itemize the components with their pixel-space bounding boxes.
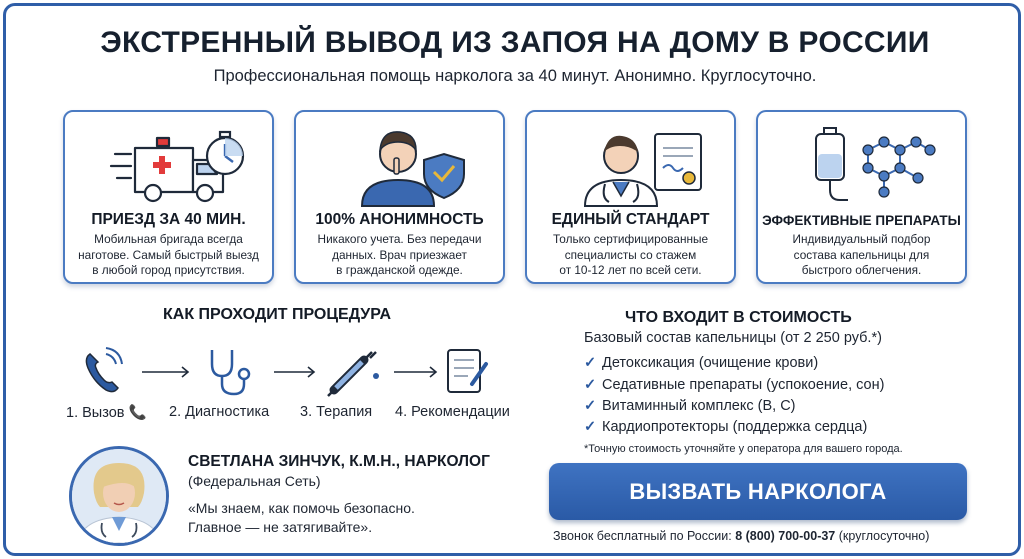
page-subtitle: Профессиональная помощь нарколога за 40 … bbox=[213, 67, 817, 85]
phone-icon bbox=[85, 347, 123, 393]
hotline-phone-link[interactable]: 8 (800) 700-00-37 bbox=[735, 529, 836, 543]
check-icon: ✓ bbox=[584, 398, 597, 414]
included-subtitle: Базовый состав капельницы (от 2 250 руб.… bbox=[584, 330, 882, 346]
avatar bbox=[69, 446, 169, 546]
feature-card-arrival: ПРИЕЗД ЗА 40 МИН. Мобильная бригада всег… bbox=[63, 110, 274, 284]
iv-drip-molecule-icon bbox=[815, 127, 936, 201]
arrow-icon bbox=[394, 366, 438, 378]
card-title: ЕДИНЫЙ СТАНДАРТ bbox=[551, 211, 710, 228]
syringe-icon bbox=[327, 351, 379, 397]
step-call-label: 1. Вызов 📞 bbox=[66, 405, 147, 421]
card-title: ПРИЕЗД ЗА 40 МИН. bbox=[91, 211, 246, 228]
hotline-text: Звонок бесплатный по России: 8 (800) 700… bbox=[553, 529, 930, 543]
included-item: ✓Детоксикация (очищение крови) bbox=[584, 355, 819, 371]
ambulance-stopwatch-icon bbox=[109, 130, 245, 203]
step-recommendations-label: 4. Рекомендации bbox=[395, 404, 510, 420]
feature-card-drugs: ЭФФЕКТИВНЫЕ ПРЕПАРАТЫ Индивидуальный под… bbox=[756, 110, 967, 284]
doctor-portrait-icon bbox=[72, 449, 166, 543]
clipboard-icon bbox=[447, 349, 488, 393]
page-frame: ЭКСТРЕННЫЙ ВЫВОД ИЗ ЗАПОЯ НА ДОМУ В РОСС… bbox=[3, 3, 1021, 556]
call-narcologist-button[interactable]: ВЫЗВАТЬ НАРКОЛОГА bbox=[549, 463, 967, 520]
step-therapy-label: 3. Терапия bbox=[300, 404, 373, 420]
card-title: ЭФФЕКТИВНЫЕ ПРЕПАРАТЫ bbox=[762, 213, 961, 228]
doctor-shield-icon bbox=[360, 131, 465, 207]
feature-card-anonymity: 100% АНОНИМНОСТЬ Никакого учета. Без пер… bbox=[294, 110, 505, 284]
doctor-quote: «Мы знаем, как помочь безопасно. Главное… bbox=[188, 500, 415, 535]
step-diagnostics-label: 2. Диагностика bbox=[169, 404, 270, 420]
included-title: ЧТО ВХОДИТ В СТОИМОСТЬ bbox=[625, 309, 852, 326]
page-title: ЭКСТРЕННЫЙ ВЫВОД ИЗ ЗАПОЯ НА ДОМУ В РОСС… bbox=[100, 26, 930, 59]
price-note: *Точную стоимость уточняйте у оператора … bbox=[584, 443, 903, 455]
card-title: 100% АНОНИМНОСТЬ bbox=[315, 211, 484, 228]
procedure-title: КАК ПРОХОДИТ ПРОЦЕДУРА bbox=[163, 306, 392, 323]
procedure-steps-icons bbox=[85, 347, 488, 397]
check-icon: ✓ bbox=[584, 377, 597, 393]
arrow-icon bbox=[274, 366, 316, 378]
doctor-name: СВЕТЛАНА ЗИНЧУК, К.М.Н., НАРКОЛОГ bbox=[188, 453, 490, 470]
included-item: ✓Седативные препараты (успокоение, сон) bbox=[584, 377, 885, 393]
check-icon: ✓ bbox=[584, 355, 597, 371]
feature-card-standard: ЕДИНЫЙ СТАНДАРТ Только сертифицированные… bbox=[525, 110, 736, 284]
doctor-org: (Федеральная Сеть) bbox=[188, 473, 321, 489]
arrow-icon bbox=[142, 366, 190, 378]
stethoscope-icon bbox=[210, 350, 251, 396]
check-icon: ✓ bbox=[584, 419, 597, 435]
included-item: ✓Кардиопротекторы (поддержка сердца) bbox=[584, 419, 868, 435]
included-item: ✓Витаминный комплекс (B, C) bbox=[584, 398, 796, 414]
doctor-certificate-icon bbox=[583, 133, 702, 207]
